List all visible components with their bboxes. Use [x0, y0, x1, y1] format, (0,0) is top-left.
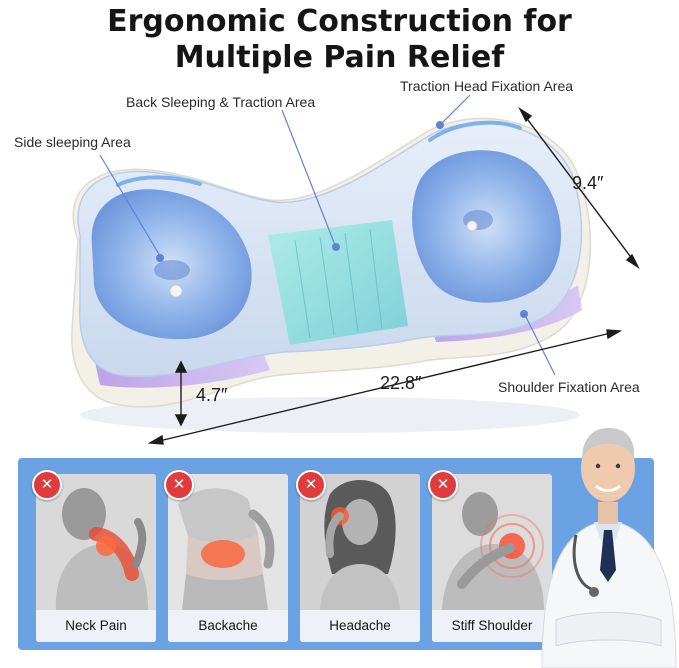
conditions-panel: Neck Pain ✕ Backache ✕ Headache ✕ [18, 458, 654, 650]
callout-dots [156, 121, 528, 318]
title-line-1: Ergonomic Construction for [107, 4, 572, 39]
pillow-illustration [71, 94, 640, 445]
backache-photo [168, 474, 288, 610]
page-title: Ergonomic Construction for Multiple Pain… [0, 4, 679, 76]
left-rim-highlight [116, 175, 202, 187]
close-icon: ✕ [32, 470, 62, 500]
condition-label: Backache [168, 610, 288, 642]
condition-label: Headache [300, 610, 420, 642]
close-icon: ✕ [428, 470, 458, 500]
dimension-depth: 9.4″ [572, 173, 604, 193]
right-rim-highlight [428, 120, 522, 142]
left-cup-knob [169, 284, 183, 298]
condition-card-neck-pain: Neck Pain [36, 474, 156, 642]
gel-traction-pad [268, 220, 408, 345]
callout-side-sleeping: Side sleeping Area [14, 134, 131, 150]
condition-label: Neck Pain [36, 610, 156, 642]
callout-shoulder-fixation: Shoulder Fixation Area [498, 379, 640, 395]
doctor-illustration [541, 428, 677, 668]
pillow-diagram: Side sleeping Area Back Sleeping & Tract… [0, 70, 679, 450]
dimension-height: 4.7″ [196, 385, 228, 405]
condition-card-headache: Headache [300, 474, 420, 642]
left-cup-dimple [154, 260, 190, 280]
right-cup-knob [466, 220, 478, 232]
dimension-length: 22.8″ [380, 373, 422, 393]
callout-back-sleeping: Back Sleeping & Traction Area [126, 94, 316, 110]
stiff-shoulder-photo [432, 474, 552, 610]
callout-leaders [99, 94, 556, 376]
title-line-2: Multiple Pain Relief [174, 40, 505, 75]
dimension-arrows [147, 107, 640, 445]
condition-label: Stiff Shoulder [432, 610, 552, 642]
callout-traction-head: Traction Head Fixation Area [400, 78, 574, 94]
gel-pad-ribs [294, 228, 383, 339]
condition-card-backache: Backache [168, 474, 288, 642]
close-icon: ✕ [164, 470, 194, 500]
floor-shadow [80, 397, 580, 433]
close-icon: ✕ [296, 470, 326, 500]
condition-card-stiff-shoulder: Stiff Shoulder [432, 474, 552, 642]
